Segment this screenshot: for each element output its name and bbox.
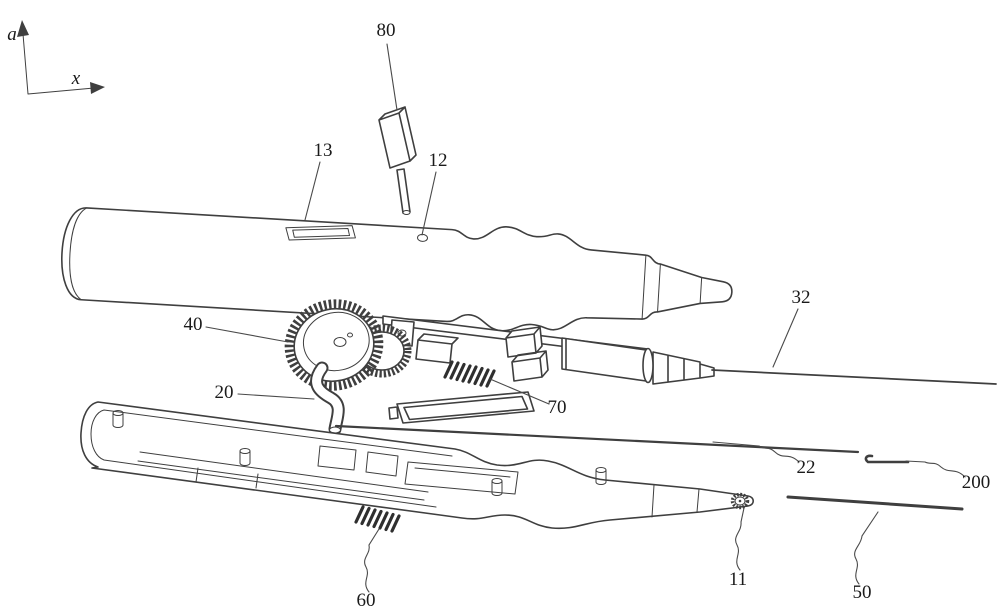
tip-center xyxy=(738,499,742,503)
label-22: 22 xyxy=(797,457,816,478)
label-80: 80 xyxy=(377,20,396,41)
label-12: 12 xyxy=(429,150,448,171)
leader-80 xyxy=(386,43,398,111)
axis-label-x: x xyxy=(71,68,81,89)
gear-face-line xyxy=(302,311,370,372)
gear-rim xyxy=(293,308,375,382)
label-13: 13 xyxy=(314,140,333,161)
part-50-rod xyxy=(786,495,964,511)
label-200: 200 xyxy=(962,472,991,493)
leader-20 xyxy=(237,393,315,400)
part-80-trigger-block xyxy=(378,106,417,215)
leader-50 xyxy=(854,511,879,585)
part-200-pin xyxy=(864,454,910,464)
gear-hub xyxy=(333,337,347,347)
gear-pin-hole xyxy=(347,332,353,338)
mounting-post xyxy=(112,410,124,428)
leader-22 xyxy=(712,441,800,463)
tip-teeth-ring xyxy=(730,492,750,510)
carriage-assembly xyxy=(382,315,715,424)
label-50: 50 xyxy=(853,582,872,603)
label-70: 70 xyxy=(548,397,567,418)
frame-plate xyxy=(388,391,535,424)
leader-lines xyxy=(205,43,966,593)
vertical-axis-arrow-icon xyxy=(17,20,29,37)
housing-inner-rim xyxy=(90,409,453,508)
leader-200 xyxy=(905,460,966,478)
axis-lines xyxy=(22,33,95,95)
axis-label-a: a xyxy=(7,24,17,45)
tube-inner xyxy=(312,363,343,434)
housing-interior-details xyxy=(137,445,700,518)
rear-gear-teeth xyxy=(352,324,412,378)
mounting-post xyxy=(239,448,251,466)
label-20: 20 xyxy=(215,382,234,403)
trigger-pin-tip xyxy=(402,210,411,215)
syringe-flange xyxy=(642,347,654,384)
part-11-housing-tip xyxy=(730,492,750,510)
part-12-hole xyxy=(417,233,429,242)
reference-labels: 80 13 12 32 40 20 70 22 200 60 11 50 xyxy=(184,20,991,611)
mounting-post xyxy=(491,478,503,496)
leader-40 xyxy=(205,326,289,343)
part-60-spring xyxy=(354,505,401,533)
mounting-post xyxy=(595,467,607,485)
leader-60 xyxy=(364,528,380,593)
barrel-contour-lines xyxy=(69,207,703,320)
syringe-body xyxy=(561,337,715,385)
part-13-slot xyxy=(285,225,356,241)
leader-12 xyxy=(421,171,437,236)
lower-housing-shell xyxy=(80,401,755,530)
leader-13 xyxy=(304,161,321,221)
horizontal-axis-arrow-icon xyxy=(90,82,105,94)
label-60: 60 xyxy=(357,590,376,611)
label-11: 11 xyxy=(729,569,747,590)
leader-11 xyxy=(735,507,745,571)
part-70-spring xyxy=(443,360,496,388)
slider-blocks xyxy=(505,326,549,382)
trigger-block-faces xyxy=(378,106,417,169)
barrel-outline xyxy=(61,207,733,332)
gear-teeth-ring xyxy=(284,299,384,391)
trigger-pin xyxy=(396,168,411,214)
part-32-needle xyxy=(711,369,997,385)
axis-indicator: a x xyxy=(7,20,105,95)
label-40: 40 xyxy=(184,314,203,335)
part-22-rod xyxy=(334,424,860,454)
leader-70 xyxy=(489,378,550,405)
label-32: 32 xyxy=(792,287,811,308)
part-40-gear-assembly xyxy=(284,299,412,391)
leader-32 xyxy=(772,308,799,368)
upper-housing-barrel xyxy=(61,207,733,332)
